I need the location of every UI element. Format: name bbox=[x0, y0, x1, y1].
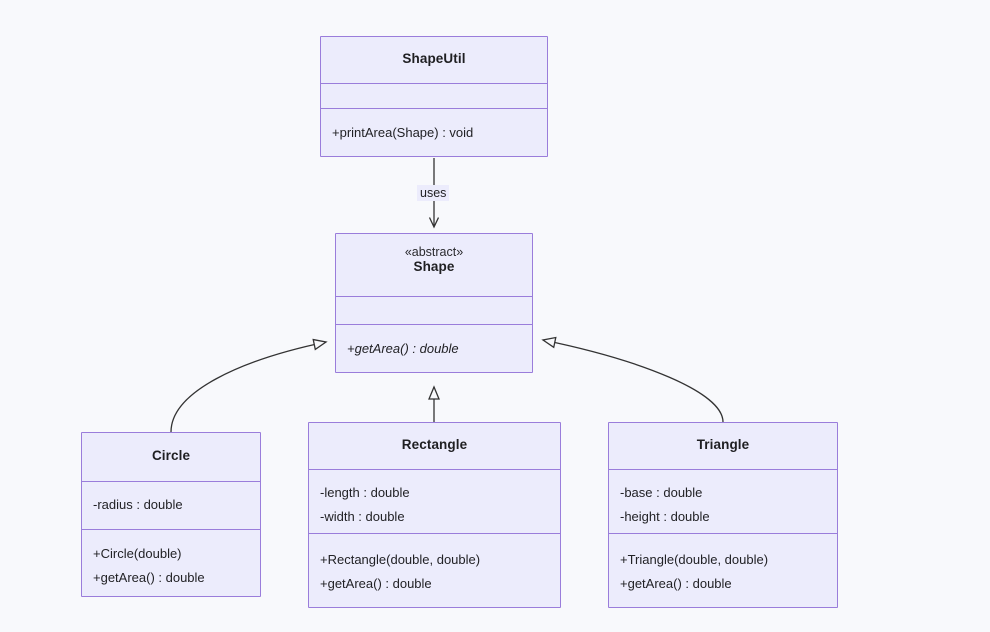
class-header-circle: Circle bbox=[82, 433, 260, 481]
class-header-rectangle: Rectangle bbox=[309, 423, 560, 469]
edge-triangle-inherits-shape bbox=[541, 336, 724, 423]
class-method: +getArea() : double bbox=[620, 576, 732, 591]
class-method: +getArea() : double bbox=[93, 570, 205, 585]
class-method: +getArea() : double bbox=[347, 341, 459, 356]
class-name-circle: Circle bbox=[151, 448, 191, 463]
class-name-shapeutil: ShapeUtil bbox=[402, 51, 466, 66]
class-name-triangle: Triangle bbox=[696, 437, 750, 452]
class-name-shape: Shape bbox=[413, 259, 455, 274]
class-methods-triangle: +Triangle(double, double) +getArea() : d… bbox=[609, 533, 837, 609]
class-method: +printArea(Shape) : void bbox=[332, 125, 474, 140]
class-attribute: -length : double bbox=[320, 485, 410, 500]
class-box-circle[interactable]: Circle -radius : double +Circle(double) … bbox=[81, 432, 261, 597]
class-box-triangle[interactable]: Triangle -base : double -height : double… bbox=[608, 422, 838, 608]
edge-label-uses: uses bbox=[417, 185, 450, 201]
class-attributes-shapeutil bbox=[321, 83, 547, 108]
class-box-shape[interactable]: «abstract» Shape +getArea() : double bbox=[335, 233, 533, 373]
class-methods-circle: +Circle(double) +getArea() : double bbox=[82, 529, 260, 598]
class-box-rectangle[interactable]: Rectangle -length : double -width : doub… bbox=[308, 422, 561, 608]
class-methods-rectangle: +Rectangle(double, double) +getArea() : … bbox=[309, 533, 560, 609]
class-stereotype-shape: «abstract» bbox=[404, 245, 464, 259]
class-name-rectangle: Rectangle bbox=[401, 437, 468, 452]
class-attribute: -height : double bbox=[620, 509, 710, 524]
class-attributes-circle: -radius : double bbox=[82, 481, 260, 529]
class-header-shape: «abstract» Shape bbox=[336, 234, 532, 296]
class-methods-shape: +getArea() : double bbox=[336, 324, 532, 374]
class-attribute: -base : double bbox=[620, 485, 703, 500]
class-attributes-rectangle: -length : double -width : double bbox=[309, 469, 560, 533]
class-method: +Circle(double) bbox=[93, 546, 182, 561]
class-attribute: -radius : double bbox=[93, 497, 183, 512]
class-attribute: -width : double bbox=[320, 509, 405, 524]
class-method: +Triangle(double, double) bbox=[620, 552, 769, 567]
class-method: +getArea() : double bbox=[320, 576, 432, 591]
class-header-triangle: Triangle bbox=[609, 423, 837, 469]
class-header-shapeutil: ShapeUtil bbox=[321, 37, 547, 83]
class-method: +Rectangle(double, double) bbox=[320, 552, 481, 567]
class-box-shapeutil[interactable]: ShapeUtil +printArea(Shape) : void bbox=[320, 36, 548, 157]
class-methods-shapeutil: +printArea(Shape) : void bbox=[321, 108, 547, 158]
class-attributes-shape bbox=[336, 296, 532, 324]
class-attributes-triangle: -base : double -height : double bbox=[609, 469, 837, 533]
edge-circle-inherits-shape bbox=[170, 338, 328, 433]
